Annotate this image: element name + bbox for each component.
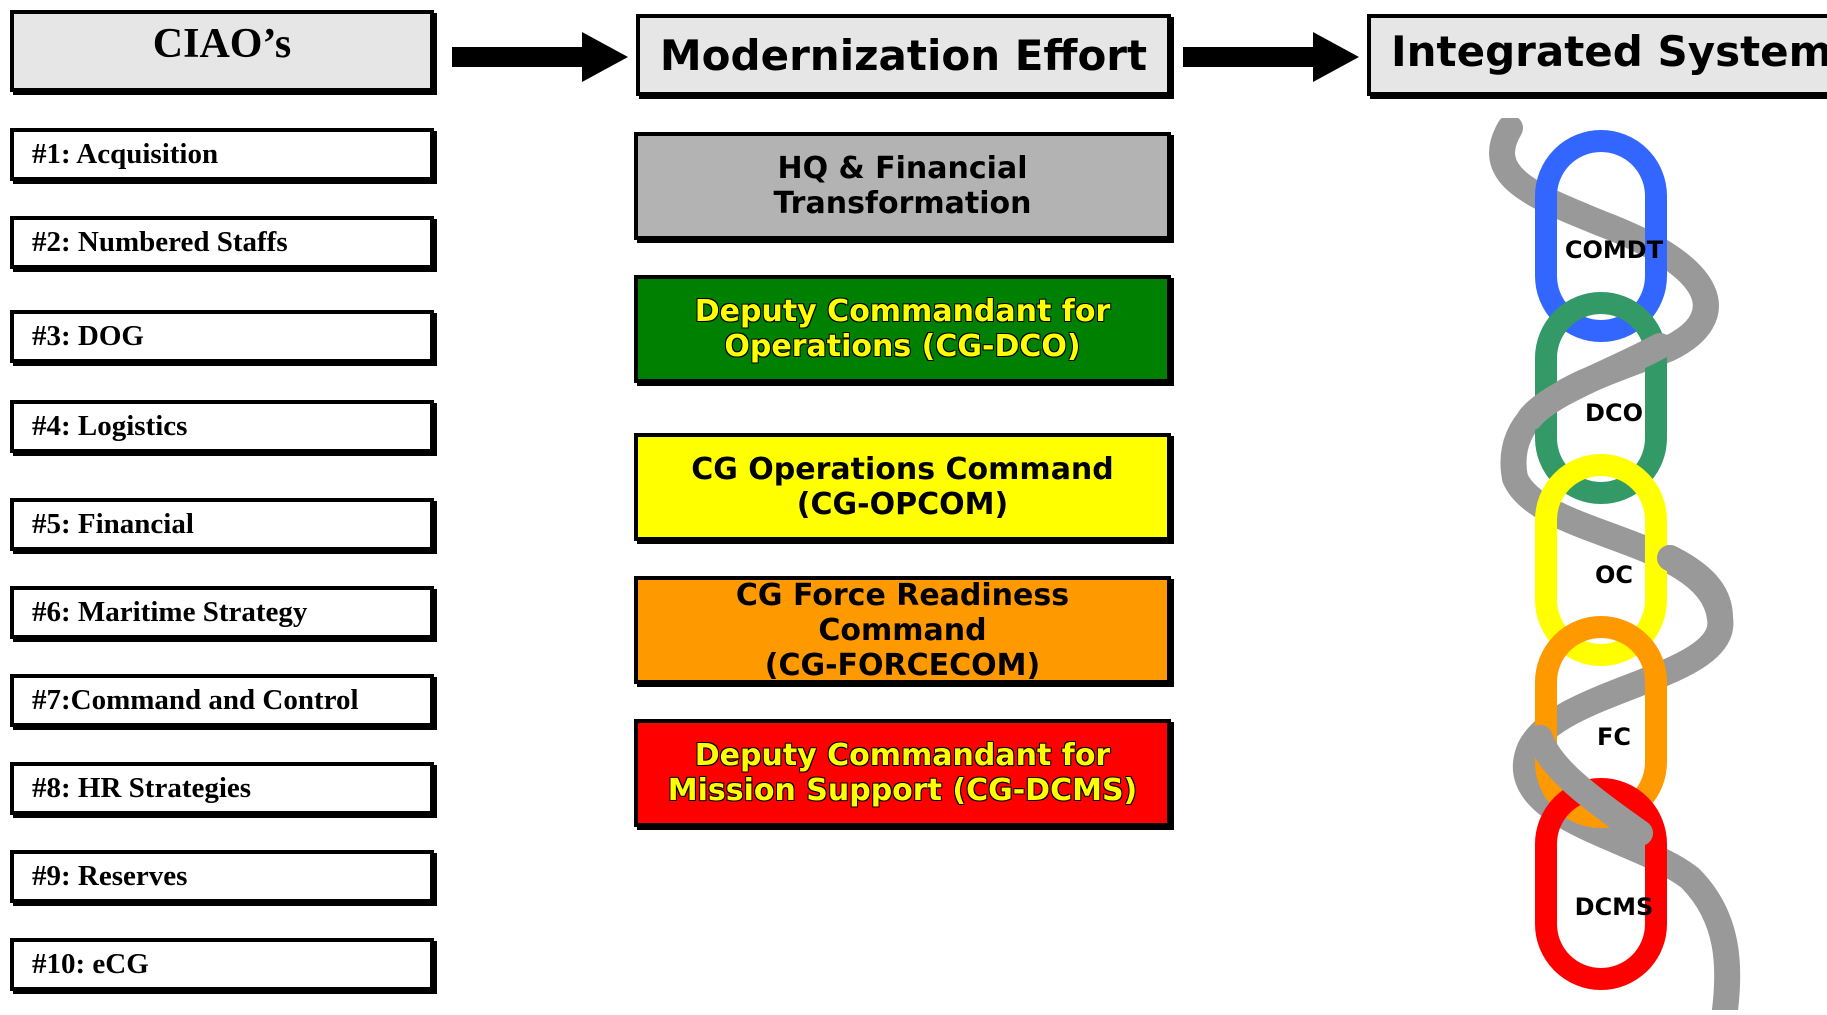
chain-helix-graphic: COMDT DCO OC FC DCMS [1489, 118, 1741, 1010]
list-item: #6: Maritime Strategy [10, 586, 434, 639]
chain-link-label: FC [1597, 723, 1631, 751]
effort-box: HQ & Financial Transformation [634, 132, 1171, 240]
helix-strand [1489, 118, 1741, 1010]
modernization-effort-header: Modernization Effort [636, 14, 1171, 96]
right-arrow-icon [1183, 32, 1359, 82]
effort-box: CG Operations Command (CG-OPCOM) [634, 433, 1171, 541]
integrated-system-header: Integrated System [1367, 14, 1827, 96]
list-item: #10: eCG [10, 938, 434, 991]
chain-link [1535, 130, 1667, 342]
list-item: #2: Numbered Staffs [10, 216, 434, 269]
effort-label: HQ & Financial Transformation [773, 151, 1032, 221]
chain-link-label: DCMS [1575, 893, 1654, 921]
chain-link-label: DCO [1585, 399, 1643, 427]
list-item: #5: Financial [10, 498, 434, 551]
chain-link-label: COMDT [1565, 236, 1664, 264]
chain-link [1535, 454, 1667, 666]
list-item: #8: HR Strategies [10, 762, 434, 815]
list-item: #3: DOG [10, 310, 434, 363]
effort-label: CG Operations Command (CG-OPCOM) [691, 452, 1114, 522]
effort-box: Deputy Commandant for Operations (CG-DCO… [634, 275, 1171, 383]
right-arrow-icon [452, 32, 628, 82]
effort-box: Deputy Commandant for Mission Support (C… [634, 719, 1171, 827]
list-item: #9: Reserves [10, 850, 434, 903]
effort-label: Deputy Commandant for Operations (CG-DCO… [694, 294, 1111, 364]
list-item: #4: Logistics [10, 400, 434, 453]
list-item: #1: Acquisition [10, 128, 434, 181]
ciaos-header: CIAO’s [10, 10, 434, 92]
effort-box: CG Force Readiness Command (CG-FORCECOM) [634, 576, 1171, 684]
effort-label: CG Force Readiness Command (CG-FORCECOM) [735, 577, 1070, 683]
helix-strand-front [1517, 333, 1733, 846]
chain-link-label: OC [1595, 561, 1633, 589]
list-item: #7:Command and Control [10, 674, 434, 727]
effort-label: Deputy Commandant for Mission Support (C… [667, 738, 1138, 808]
